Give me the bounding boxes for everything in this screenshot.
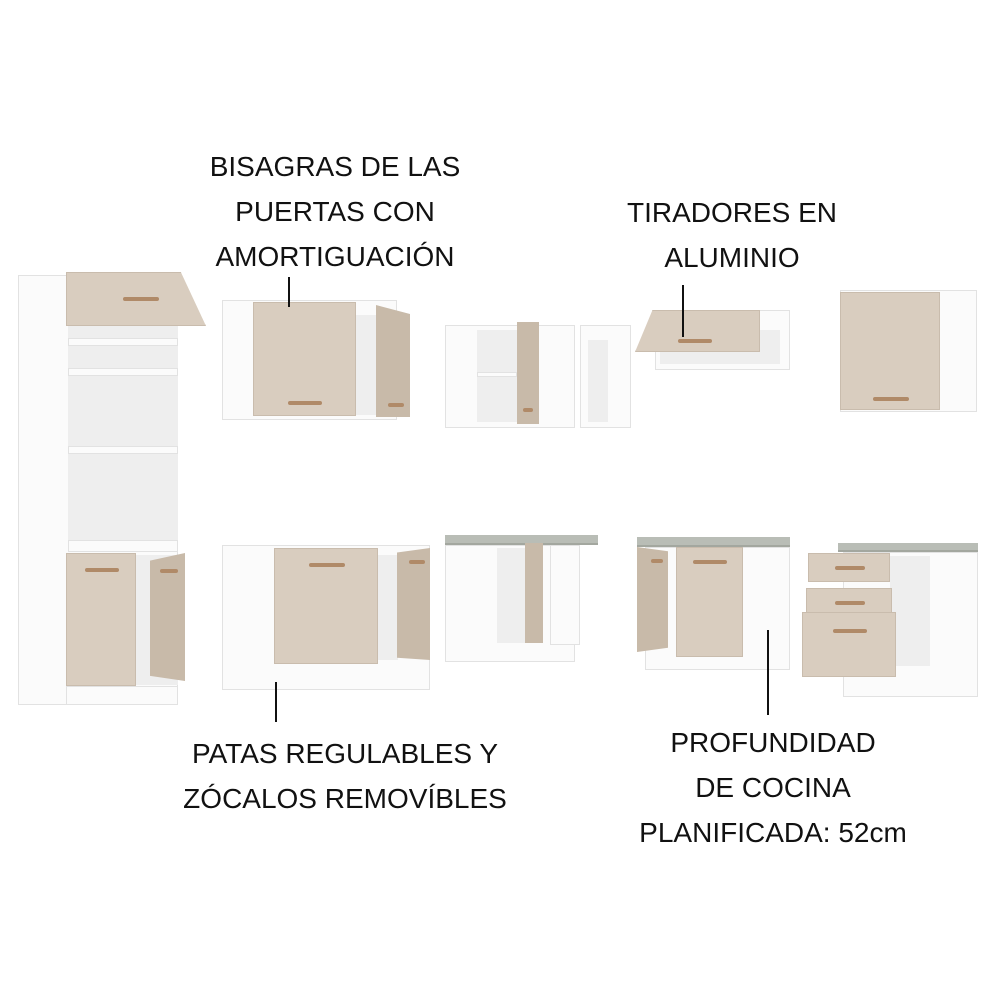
leader-line-legs [275,682,277,722]
leader-line-depth [767,630,769,715]
callout-line: BISAGRAS DE LAS [209,151,461,182]
callout-line: ALUMINIO [664,242,800,273]
callout-hinges: BISAGRAS DE LAS PUERTAS CON AMORTIGUACIÓ… [210,144,461,279]
callout-legs: PATAS REGULABLES Y ZÓCALOS REMOVÍBLES [183,731,507,821]
callout-line: AMORTIGUACIÓN [215,241,455,272]
callout-handles: TIRADORES EN ALUMINIO [627,190,837,280]
callout-line: PATAS REGULABLES Y [191,738,499,769]
leader-line-handles [682,285,684,337]
callout-depth: PROFUNDIDAD DE COCINA PLANIFICADA: 52cm [639,720,907,855]
callout-line: TIRADORES EN [626,197,838,228]
callout-line: ZÓCALOS REMOVÍBLES [183,783,507,814]
callout-line: DE COCINA [695,772,851,803]
callout-line: PLANIFICADA: 52cm [639,817,907,848]
callout-line: PROFUNDIDAD [670,727,876,758]
callout-line: PUERTAS CON [235,196,435,227]
leader-line-hinges [288,277,290,307]
